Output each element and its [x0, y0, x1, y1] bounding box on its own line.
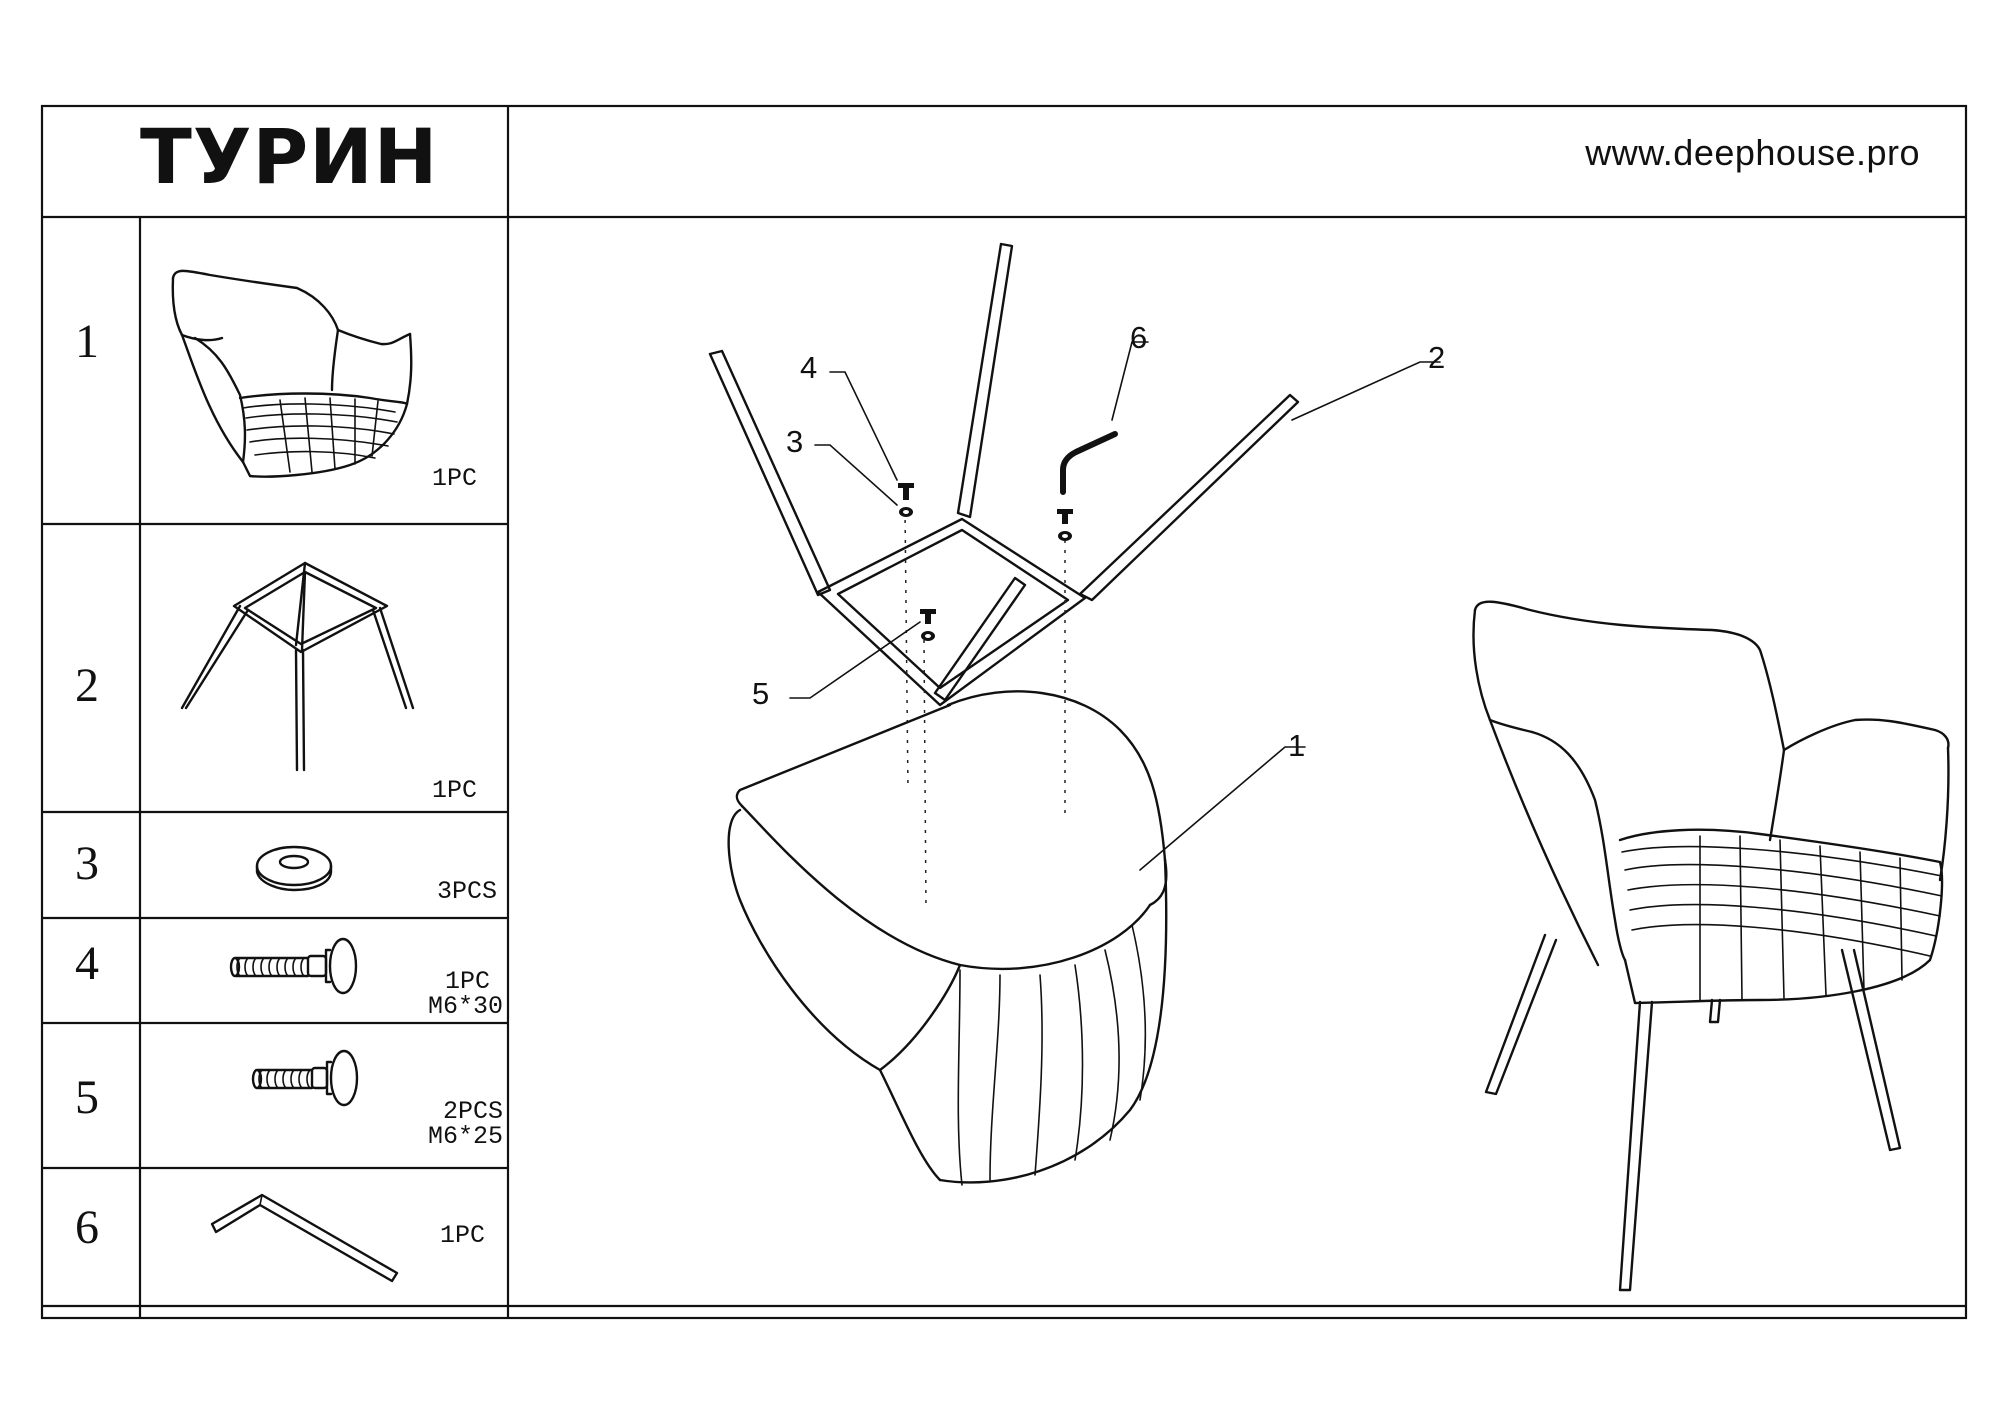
- assembled-armchair: [1472, 600, 1950, 1292]
- part-quantity: 3PCS: [436, 877, 497, 906]
- callout-label: 2: [1428, 340, 1446, 375]
- exploded-armchair-seat: [727, 690, 1168, 1186]
- part-number: 3: [75, 837, 99, 890]
- long-bolt-icon: [229, 937, 358, 995]
- callout-label: 1: [1288, 728, 1306, 763]
- part-number: 6: [75, 1201, 99, 1254]
- callout-label: 4: [800, 350, 818, 385]
- part-quantity: 1PC: [444, 967, 490, 996]
- part-quantity: 2PCS: [442, 1097, 503, 1126]
- exploded-bolt-4: [898, 483, 914, 517]
- product-title: ТУРИН: [140, 112, 439, 201]
- callout-label: 6: [1130, 320, 1148, 355]
- callout-label: 5: [752, 676, 770, 711]
- website-link[interactable]: www.deephouse.pro: [1585, 132, 1920, 173]
- hex-key-icon: [210, 1193, 399, 1283]
- sheet-frame: [40, 104, 1968, 1320]
- part-quantity: 1PC: [431, 464, 477, 493]
- part-spec: M6*30: [427, 992, 503, 1021]
- washer-icon: [255, 845, 333, 892]
- exploded-base-frame: [708, 242, 1300, 707]
- chair-base-frame-icon: [180, 561, 415, 772]
- part-number: 4: [75, 937, 99, 990]
- part-number: 1: [75, 315, 99, 368]
- part-quantity: 1PC: [431, 776, 477, 805]
- callout-label: 3: [786, 424, 804, 459]
- alignment-guides: [904, 509, 1066, 911]
- part-number: 5: [75, 1071, 99, 1124]
- part-number: 2: [75, 659, 99, 712]
- part-quantity: 1PC: [439, 1221, 485, 1250]
- part-spec: M6*25: [427, 1122, 503, 1151]
- exploded-hex-key: [1060, 431, 1118, 495]
- exploded-bolt-5: [920, 609, 936, 641]
- callout-leaders: [789, 341, 1441, 871]
- armchair-icon: [171, 269, 413, 478]
- exploded-bolt-5-second: [1057, 509, 1073, 541]
- short-bolt-icon: [251, 1049, 359, 1107]
- exploded-assembly: [708, 242, 1441, 1186]
